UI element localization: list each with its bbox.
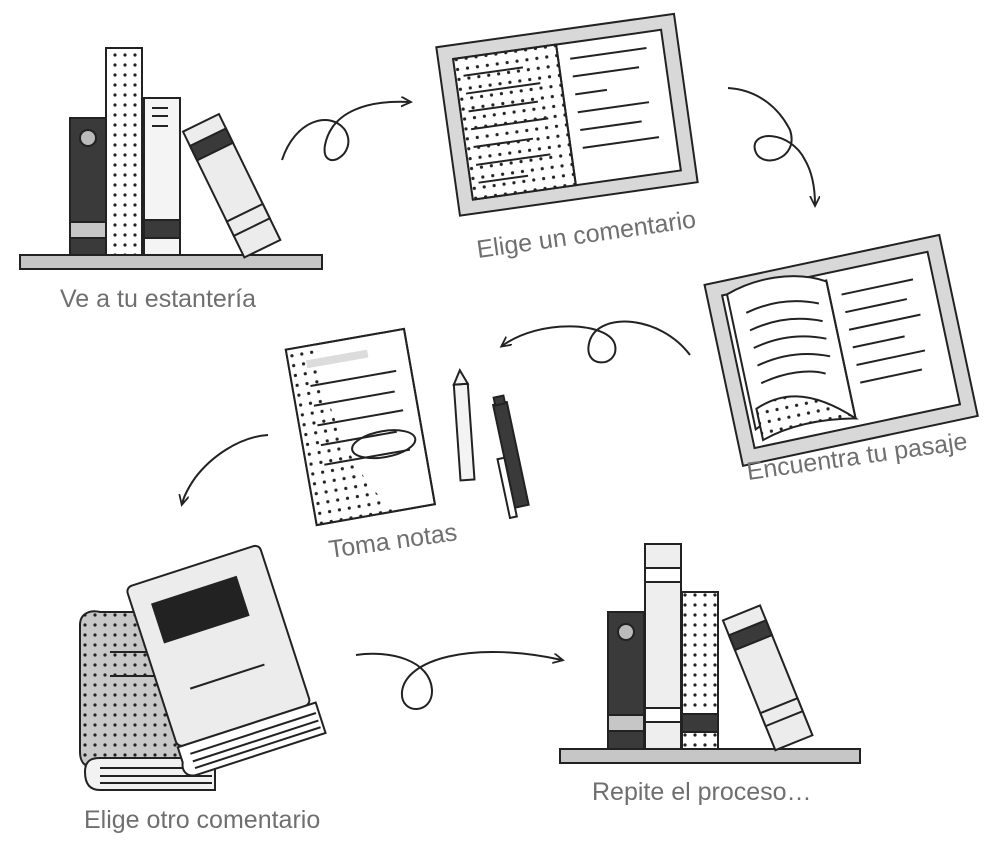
arrow-3 bbox=[502, 320, 691, 364]
bookshelf-icon bbox=[19, 47, 323, 270]
arrow-1 bbox=[281, 102, 410, 162]
open-book-icon bbox=[703, 233, 979, 467]
step-1-label: Ve a tu estantería bbox=[60, 285, 256, 313]
step-6-label: Repite el proceso… bbox=[592, 778, 812, 806]
arrow-4 bbox=[182, 434, 269, 504]
arrow-5 bbox=[355, 651, 562, 710]
books-icon bbox=[79, 544, 327, 791]
bookshelf-repeat-icon bbox=[559, 543, 861, 764]
step-4-label: Toma notas bbox=[327, 518, 459, 564]
step-2-label: Elige un comentario bbox=[475, 205, 698, 263]
step-5-label: Elige otro comentario bbox=[84, 806, 320, 834]
commentary-tablet-icon bbox=[435, 12, 699, 217]
notes-icon bbox=[284, 327, 530, 527]
arrow-2 bbox=[727, 87, 815, 205]
